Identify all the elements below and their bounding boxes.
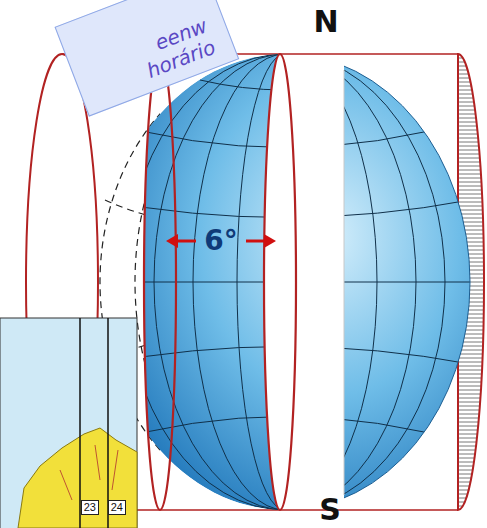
north-label: N <box>313 7 338 37</box>
zone-number-text: 23 <box>84 501 96 514</box>
angle-label: 6° <box>204 227 237 255</box>
zone-number: 24 <box>108 500 126 515</box>
zone-number: 23 <box>81 500 99 515</box>
south-label: S <box>319 495 341 525</box>
inset-map <box>0 318 137 528</box>
zone-number-text: 24 <box>111 501 123 514</box>
